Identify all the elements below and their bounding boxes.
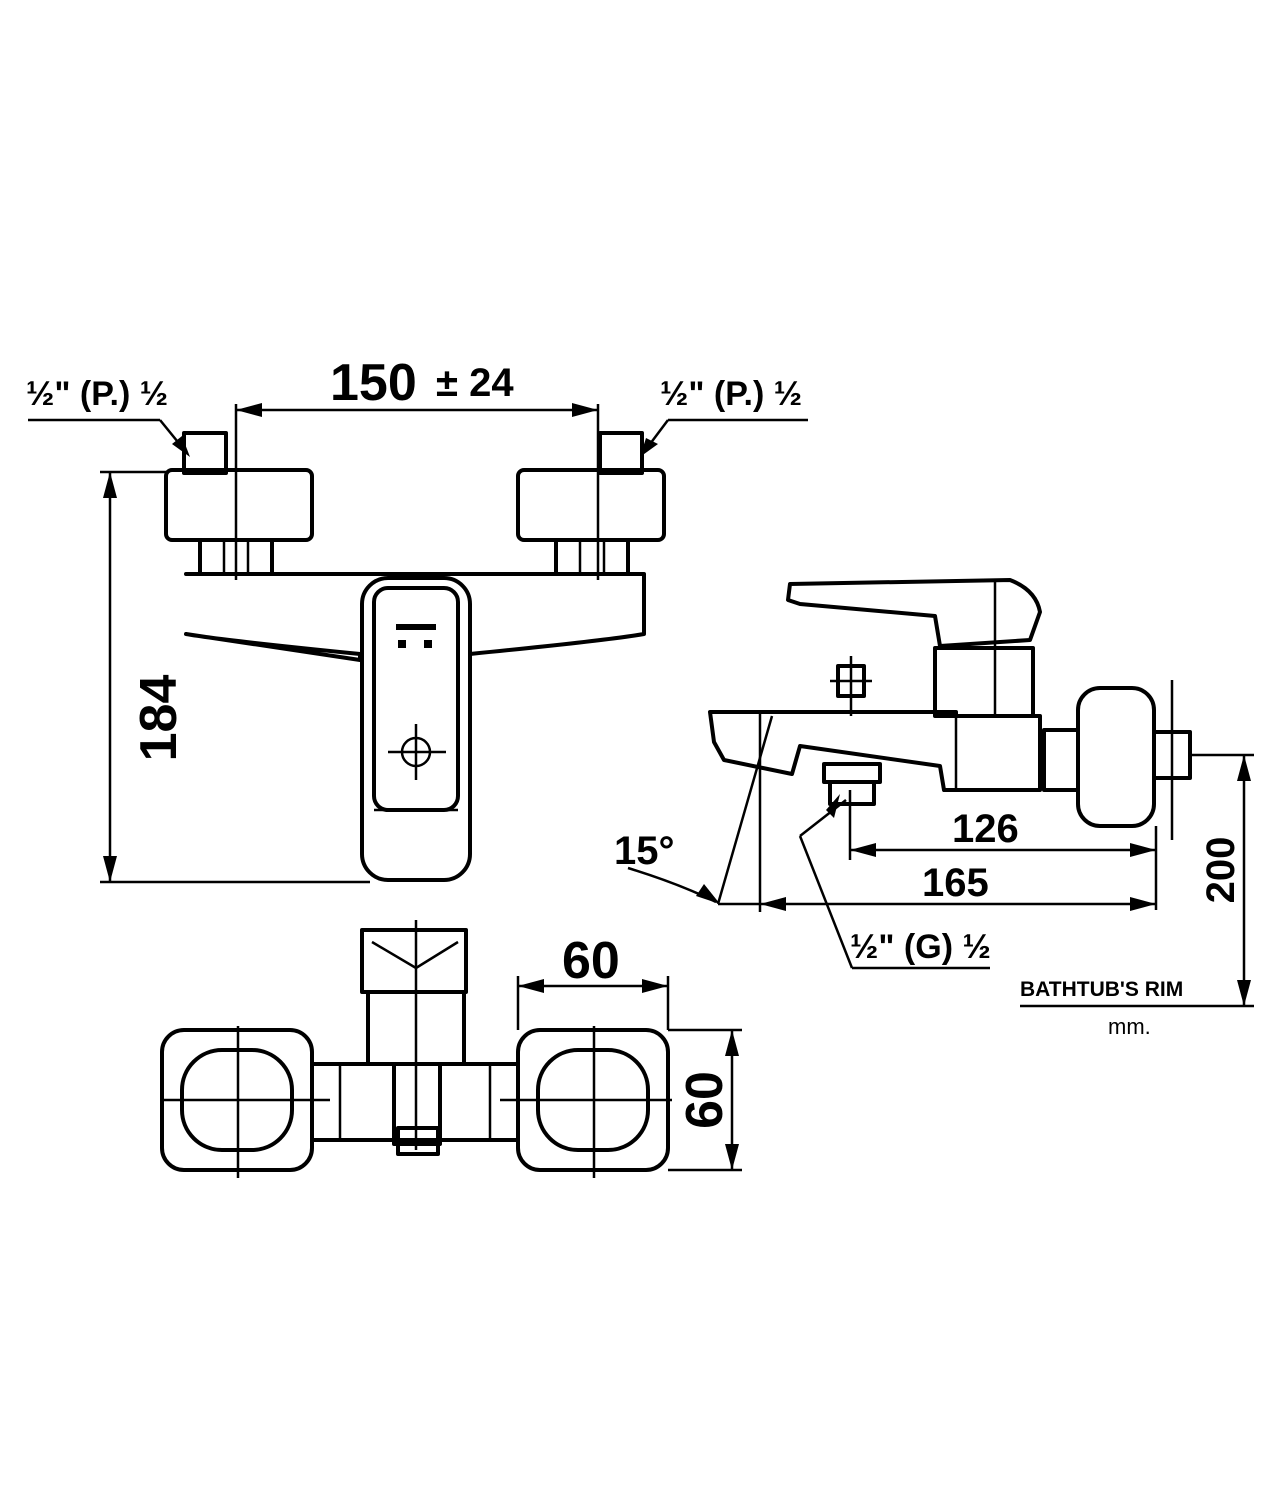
dim-height-200: 200 — [1199, 837, 1243, 904]
unit-label: mm. — [1108, 1014, 1151, 1039]
dim-tolerance-24: ± 24 — [436, 361, 514, 405]
angle-15-degrees: 15° — [614, 829, 675, 873]
dim-spout-165: 165 — [922, 861, 989, 905]
dim-body-depth-60: 60 — [676, 1071, 734, 1129]
side-view: 126 165 15° 200 ½" (G) ½ BATHTUB'S RIM m… — [614, 578, 1254, 1039]
front-view: 184 150 ± 24 ½" (P.) ½ ½" (P.) ½ — [26, 354, 808, 884]
thread-label-outlet: ½" (G) ½ — [850, 928, 991, 966]
dim-body-width-60: 60 — [562, 932, 620, 990]
top-view: 60 60 — [160, 920, 742, 1178]
thread-label-right: ½" (P.) ½ — [660, 375, 802, 413]
bathtub-rim-label: BATHTUB'S RIM — [1020, 978, 1183, 1001]
dim-spout-126: 126 — [952, 807, 1019, 851]
dim-height-184: 184 — [130, 675, 188, 762]
dim-centers-150: 150 — [330, 354, 417, 412]
thread-label-left: ½" (P.) ½ — [26, 375, 168, 413]
